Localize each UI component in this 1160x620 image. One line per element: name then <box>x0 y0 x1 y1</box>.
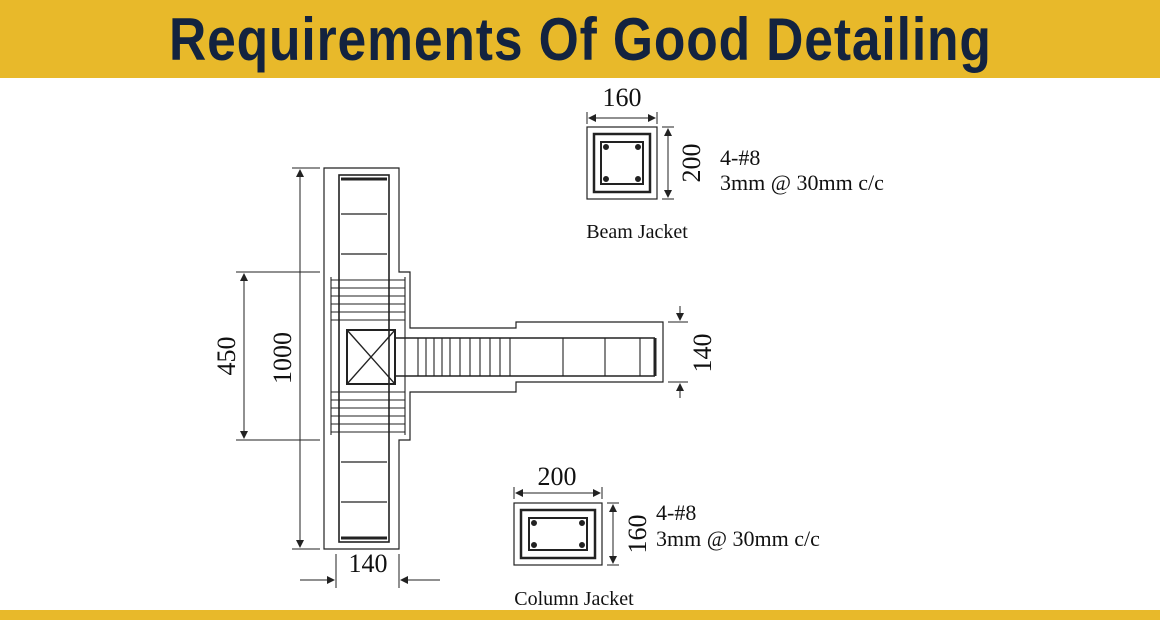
page-title: Requirements Of Good Detailing <box>168 5 992 73</box>
dim-joint-zone-label: 450 <box>212 337 241 376</box>
column-jacket-bars-label: 4-#8 <box>656 500 696 525</box>
dim-column-width-label: 140 <box>349 549 388 578</box>
column-jacket-height-label: 160 <box>623 515 652 554</box>
beam-jacket-caption: Beam Jacket <box>586 221 688 243</box>
column-jacket-ties-label: 3mm @ 30mm c/c <box>656 526 820 551</box>
column-jacket-section <box>513 487 619 566</box>
column-jacket-width-label: 200 <box>538 462 577 491</box>
dim-beam-depth-label: 140 <box>688 334 717 373</box>
beam-column-elevation <box>236 167 688 588</box>
column-jacket-caption: Column Jacket <box>514 588 634 610</box>
title-banner: Requirements Of Good Detailing <box>0 0 1160 78</box>
bottom-strip <box>0 610 1160 620</box>
beam-jacket-ties-label: 3mm @ 30mm c/c <box>720 170 884 195</box>
beam-jacket-bars-label: 4-#8 <box>720 145 760 170</box>
dim-total-height-label: 1000 <box>268 332 297 384</box>
beam-jacket-width-label: 160 <box>603 83 642 112</box>
beam-jacket-section <box>586 112 674 200</box>
beam-jacket-height-label: 200 <box>677 144 706 183</box>
